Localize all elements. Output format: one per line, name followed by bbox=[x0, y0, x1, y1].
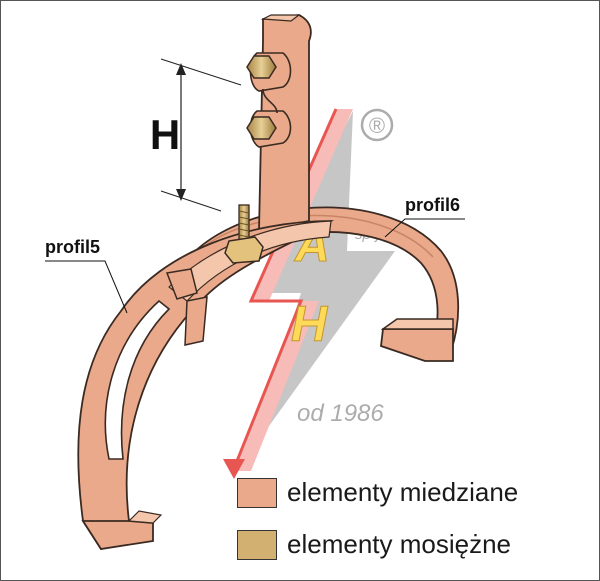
bolt-thread-lines bbox=[238, 210, 250, 238]
bracket-connector bbox=[262, 88, 278, 114]
profile5-slot bbox=[104, 299, 171, 460]
profile5-inner-clip-right bbox=[184, 296, 208, 346]
logo-arrow-head bbox=[223, 459, 245, 479]
profile5-inner-clip-left bbox=[165, 268, 198, 300]
legend-item-copper: elementy miedziane bbox=[237, 477, 518, 508]
clamping-bolt bbox=[224, 204, 264, 264]
profile5-leader-line bbox=[45, 260, 128, 314]
upper-bolt-nut bbox=[246, 55, 277, 79]
legend-item-brass: elementy mosiężne bbox=[237, 529, 511, 560]
lower-bolt-nut bbox=[246, 116, 277, 140]
support-strip-side bbox=[260, 14, 301, 22]
profile5-clamp bbox=[77, 220, 334, 551]
profile6-leader-line bbox=[384, 218, 465, 238]
legend-swatch-copper bbox=[237, 477, 277, 508]
profile6-callout: profil6 bbox=[384, 195, 465, 238]
dimension-arrow-top bbox=[176, 63, 186, 75]
profile5-foot bbox=[81, 520, 154, 550]
dimension-arrow-bottom bbox=[176, 189, 186, 201]
bolt-nut bbox=[224, 236, 264, 264]
vertical-support-strip bbox=[246, 14, 312, 233]
dimension-label: H bbox=[150, 111, 180, 158]
registered-mark: ® bbox=[369, 113, 385, 138]
profile5-inner-face bbox=[168, 220, 332, 302]
profile5-outer-body bbox=[77, 220, 334, 551]
profile6-foot-top bbox=[380, 318, 454, 330]
legend-label-copper: elementy miedziane bbox=[287, 477, 519, 507]
logo-letter-h: H bbox=[291, 296, 328, 352]
profile5-label: profil5 bbox=[45, 237, 100, 257]
legend-swatch-brass bbox=[237, 529, 277, 560]
watermark-since-year: od 1986 bbox=[297, 400, 384, 427]
dimension-extension-bottom bbox=[160, 190, 222, 212]
profile5-foot-top bbox=[127, 510, 163, 524]
profile6-foot bbox=[380, 328, 454, 362]
profile6-label: profil6 bbox=[405, 195, 460, 215]
profile5-callout: profil5 bbox=[45, 237, 128, 314]
registered-mark-ring bbox=[360, 108, 394, 142]
dimension-extension-top bbox=[160, 58, 242, 86]
legend-label-brass: elementy mosiężne bbox=[287, 529, 511, 559]
dimension-h-indicator: H bbox=[150, 58, 242, 212]
